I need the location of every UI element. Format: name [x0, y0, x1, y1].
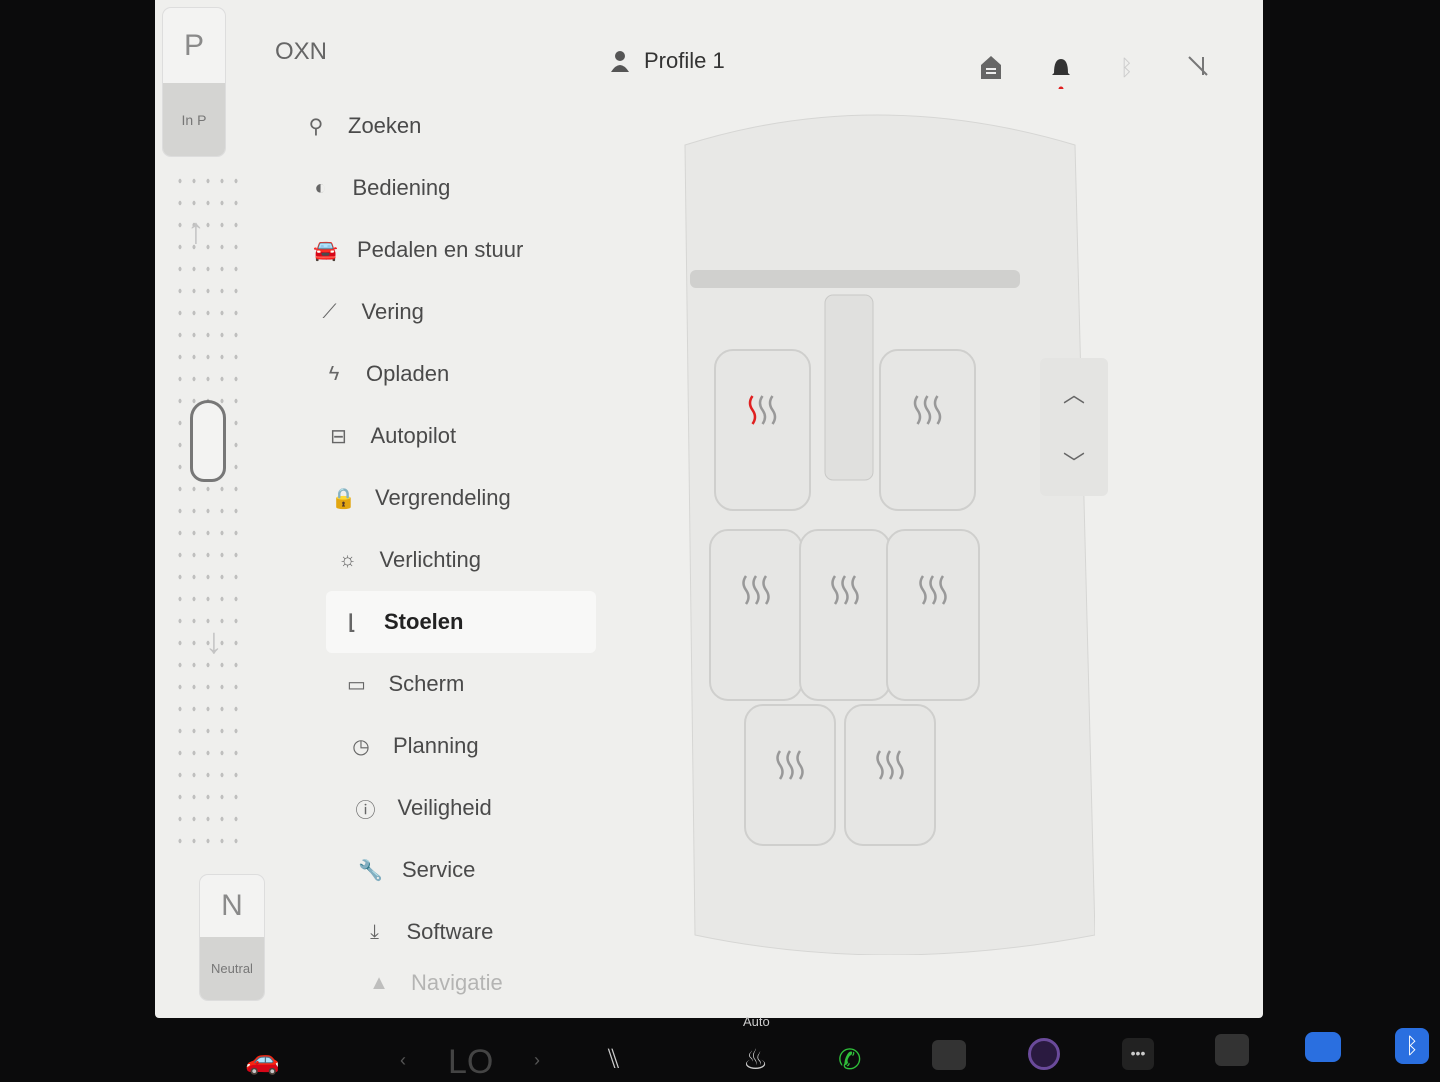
menu-item-label: Scherm — [388, 671, 465, 696]
seat-heater-icon[interactable] — [913, 395, 942, 425]
car-topview-icon[interactable] — [190, 400, 226, 482]
seat[interactable] — [844, 704, 936, 846]
gear-label: Neutral — [200, 937, 264, 1000]
menu-item-vergrendeling[interactable]: 🔒 Vergrendeling — [317, 467, 590, 529]
menu-item-vering[interactable]: ⟋ Vering — [304, 281, 591, 343]
garage-icon[interactable] — [980, 55, 1002, 85]
seat[interactable] — [886, 529, 980, 701]
menu-item-label: Veiligheid — [397, 795, 492, 820]
defrost-fan-icon[interactable]: ♨ — [743, 1044, 769, 1075]
chevron-down-icon[interactable]: ﹀ — [1062, 450, 1085, 476]
cabin-seat-view — [684, 114, 1095, 955]
menu-item-label: Vergrendeling — [375, 485, 511, 510]
menu-item-zoeken[interactable]: ⚲ Zoeken — [290, 95, 590, 157]
person-icon — [611, 51, 629, 72]
menu-item-label: Service — [402, 857, 476, 882]
menu-item-label: Software — [406, 919, 494, 944]
seat-icon: ⌊ — [348, 611, 356, 634]
main-screen: P In P ↑ ↓ N Neutral OXN Profile 1 ᛒ ⚲ Zo… — [155, 0, 1263, 1018]
suspension-icon: ⟋ — [322, 300, 337, 323]
settings-menu: ⚲ Zoeken ◐ Bediening 🚘 Pedalen en stuur ⟋ Verin… — [290, 95, 596, 1003]
menu-item-service[interactable]: 🔧 Service — [344, 839, 590, 901]
menu-item-pedalen-en-stuur[interactable]: 🚘 Pedalen en stuur — [299, 219, 590, 281]
navigation-icon: ▲ — [369, 971, 389, 994]
seat[interactable] — [744, 704, 836, 846]
profile-name: Profile 1 — [644, 48, 725, 73]
seat-heater-icon[interactable] — [831, 575, 859, 605]
menu-item-label: Zoeken — [348, 113, 422, 138]
menu-item-bediening[interactable]: ◐ Bediening — [295, 157, 591, 219]
download-icon: ⤓ — [370, 920, 379, 943]
temp-up-button[interactable]: › — [534, 1050, 540, 1070]
alert-icon: ⓘ — [355, 799, 376, 822]
menu-item-label: Stoelen — [384, 609, 464, 634]
light-icon: ☼ — [338, 548, 357, 571]
seat[interactable] — [714, 349, 811, 511]
menu-item-label: Autopilot — [370, 423, 457, 448]
bluetooth-icon[interactable]: ᛒ — [1120, 55, 1134, 80]
chevron-up-icon[interactable]: ︿ — [1062, 381, 1085, 407]
gear-park[interactable]: P In P — [163, 8, 225, 156]
clock-icon: ◷ — [352, 735, 370, 758]
temp-down-button[interactable]: ‹ — [400, 1050, 406, 1070]
fan-mode-label: Auto — [743, 1014, 770, 1029]
bolt-icon: ϟ — [328, 362, 340, 385]
menu-item-veiligheid[interactable]: ⓘ Veiligheid — [340, 777, 591, 839]
menu-item-software[interactable]: ⤓ Software — [349, 901, 591, 963]
menu-item-scherm[interactable]: ▭ Scherm — [331, 653, 591, 715]
menu-item-label: Planning — [393, 733, 479, 758]
display-icon: ▭ — [347, 673, 366, 696]
car-icon[interactable]: 🚗 — [245, 1044, 280, 1075]
seat-heater-icon[interactable] — [919, 575, 947, 605]
dashcam-icon[interactable] — [1028, 1038, 1060, 1070]
temperature-display: LO — [448, 1043, 494, 1081]
drive-slider-track[interactable] — [173, 170, 243, 860]
menu-item-planning[interactable]: ◷ Planning — [335, 715, 590, 777]
menu-item-stoelen[interactable]: ⌊ Stoelen — [326, 591, 596, 653]
bottom-bar: 🚗 ‹ LO › ⑊ ♨ ✆ ••• ᛒ — [0, 1018, 1440, 1081]
profile-button[interactable]: Profile 1 — [610, 48, 725, 74]
menu-item-autopilot[interactable]: ⊟ Autopilot — [313, 405, 591, 467]
phone-icon[interactable]: ✆ — [838, 1044, 862, 1075]
bluetooth-app-icon[interactable]: ᛒ — [1395, 1028, 1429, 1064]
seat[interactable] — [879, 349, 976, 511]
gear-label: In P — [163, 83, 225, 156]
toggle-icon: ◐ — [314, 176, 327, 199]
arrow-down-icon: ↓ — [205, 620, 223, 661]
menu-item-label: Bediening — [352, 175, 451, 200]
no-signal-icon — [1187, 55, 1209, 83]
arrow-up-icon: ↑ — [187, 210, 205, 251]
seat-scroll-control: ︿ ﹀ — [1040, 358, 1108, 496]
gear-letter: P — [183, 28, 204, 62]
menu-item-label: Navigatie — [411, 970, 503, 995]
menu-item-navigatie[interactable]: ▲ Navigatie — [353, 963, 590, 1003]
toybox-icon[interactable] — [1215, 1034, 1249, 1066]
search-icon: ⚲ — [308, 115, 324, 138]
seat-heater-icon[interactable]: ⑊ — [605, 1043, 622, 1074]
menu-item-verlichting[interactable]: ☼ Verlichting — [322, 529, 591, 591]
seat-heater-icon[interactable] — [742, 575, 770, 605]
car-name: OXN — [275, 38, 328, 65]
menu-item-opladen[interactable]: ϟ Opladen — [308, 343, 590, 405]
menu-item-label: Vering — [361, 299, 424, 324]
seat-heater-icon[interactable] — [876, 750, 904, 780]
seat-heater-icon[interactable] — [748, 395, 777, 425]
seat[interactable] — [709, 529, 803, 701]
wrench-icon: 🔧 — [358, 859, 383, 882]
menu-item-label: Pedalen en stuur — [357, 237, 524, 262]
car-icon: 🚘 — [313, 239, 338, 262]
menu-item-label: Verlichting — [379, 547, 482, 572]
menu-item-label: Opladen — [366, 361, 450, 386]
seat-heater-icon[interactable] — [776, 750, 804, 780]
lock-icon: 🔒 — [331, 487, 356, 510]
gear-letter: N — [221, 889, 243, 922]
camera-icon[interactable] — [932, 1040, 966, 1070]
seat[interactable] — [799, 529, 891, 701]
more-apps-icon[interactable]: ••• — [1122, 1038, 1154, 1070]
gear-neutral[interactable]: N Neutral — [200, 875, 264, 1000]
messages-icon[interactable] — [1305, 1032, 1341, 1062]
bell-icon[interactable] — [1050, 55, 1072, 95]
steering-icon: ⊟ — [330, 425, 347, 448]
